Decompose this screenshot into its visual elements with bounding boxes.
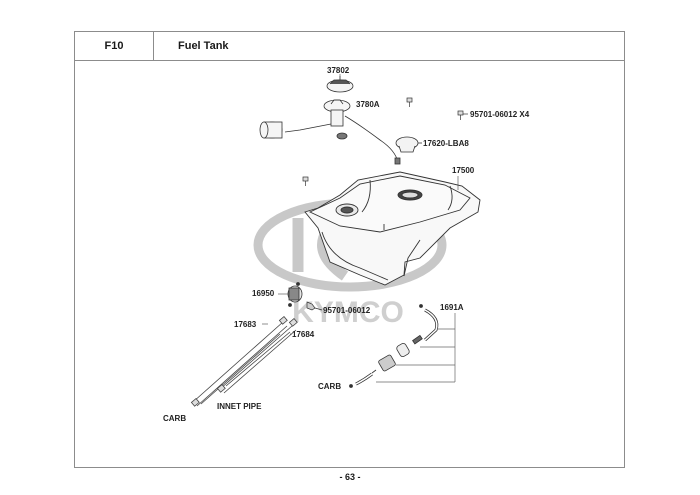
- part-17683-fuel-pipe: [190, 315, 288, 407]
- screw-icon: [306, 301, 323, 311]
- part-label-17500: 17500: [452, 166, 475, 175]
- part-label-3780A: 3780A: [356, 100, 380, 109]
- part-label-95701-06012: 95701-06012: [323, 306, 371, 315]
- bolt-x4-icon: [457, 110, 468, 120]
- header-divider-vertical: [153, 32, 154, 60]
- part-1691A-bracket: [376, 313, 456, 383]
- watermark-brand-text: KYMCO: [292, 296, 404, 329]
- part-3780A-fuel-gauge: [259, 99, 401, 165]
- section-title: Fuel Tank: [178, 40, 229, 52]
- part-17620-LBA8-fuel-cap: [395, 136, 422, 153]
- part-37802-cap: [326, 76, 354, 93]
- part-label-1691A: 1691A: [440, 303, 464, 312]
- part-label-37802: 37802: [327, 66, 350, 75]
- part-17684-fuel-pipe: [216, 317, 298, 394]
- diagram-frame: F10 Fuel Tank: [74, 31, 625, 468]
- part-label-17683: 17683: [234, 320, 257, 329]
- annotation-carb-right: CARB: [318, 382, 342, 391]
- part-label-16950: 16950: [252, 289, 275, 298]
- part-17500-fuel-tank: [304, 171, 481, 286]
- section-code: F10: [104, 40, 124, 52]
- part-label-17684: 17684: [292, 330, 315, 339]
- part-label-95701-06012-x4: 95701-06012 X4: [470, 110, 530, 119]
- bolt-icon: [406, 97, 413, 107]
- part-1691A-fuel-filter-assembly: [349, 304, 439, 388]
- part-label-17620-LBA8: 17620-LBA8: [423, 139, 469, 148]
- bolt-icon: [302, 176, 309, 186]
- annotation-carb-left: CARB: [163, 414, 187, 423]
- header-divider-horizontal: [75, 60, 624, 61]
- part-16950-fuel-cock: [287, 282, 303, 307]
- page-number: - 63 -: [339, 472, 361, 482]
- annotation-innet-pipe: INNET PIPE: [217, 402, 262, 411]
